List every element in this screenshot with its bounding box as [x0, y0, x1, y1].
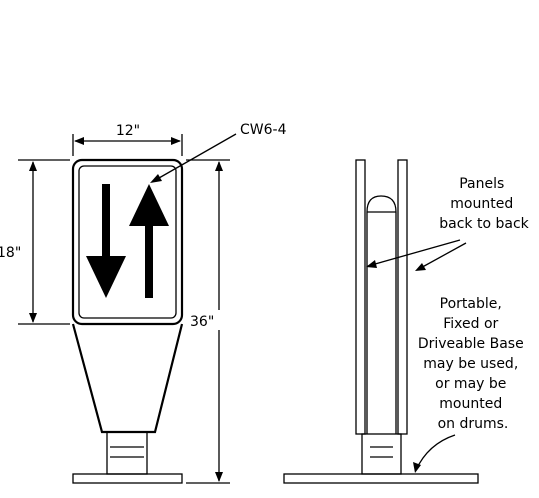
arrowhead [74, 137, 84, 145]
total-dim-label: 36" [190, 314, 214, 330]
front-view [71, 158, 184, 484]
panels-note: Panels mounted back to back [439, 176, 529, 232]
dimension-lines [18, 133, 237, 484]
base-note-line: mounted [439, 396, 502, 412]
side-panel-right [397, 159, 408, 435]
arrowhead [215, 472, 223, 482]
side-stand-tube [366, 195, 397, 434]
down-arrow-icon [86, 184, 126, 298]
panels-note-line: mounted [450, 196, 513, 212]
arrowhead [29, 313, 37, 323]
arrowhead [415, 263, 426, 271]
side-panel-left [355, 159, 366, 435]
panels-leader-1 [367, 239, 461, 267]
front-post [106, 431, 148, 475]
arrowhead [366, 260, 377, 268]
base-note-line: or may be [435, 376, 506, 392]
base-note-line: on drums. [438, 416, 509, 432]
base-note: Portable, Fixed or Driveable Base may be… [418, 296, 528, 432]
arrowhead [29, 161, 37, 171]
base-note-line: Portable, [440, 296, 502, 312]
panels-note-line: back to back [439, 216, 529, 232]
arrowhead [150, 174, 162, 183]
front-base-plate [72, 473, 183, 484]
arrowhead [171, 137, 181, 145]
sign-code-leader [151, 133, 237, 183]
sign-code-label: CW6-4 [240, 122, 287, 138]
sign-panel-outer [71, 158, 184, 326]
side-base-plate [283, 473, 479, 484]
up-arrow-icon [129, 184, 169, 298]
height-dim-label: 18" [0, 245, 21, 261]
arrowhead [413, 462, 421, 473]
base-note-line: may be used, [423, 356, 518, 372]
width-dim-label: 12" [116, 123, 140, 139]
base-note-line: Fixed or [443, 316, 498, 332]
base-leader [415, 434, 456, 471]
base-note-line: Driveable Base [418, 336, 524, 352]
arrowhead [215, 161, 223, 171]
side-post [361, 433, 402, 475]
panels-note-line: Panels [459, 176, 504, 192]
sign-panel-inner [78, 165, 177, 319]
panels-leader-2 [416, 242, 467, 271]
tapered-support [71, 323, 184, 434]
side-view [283, 159, 479, 484]
